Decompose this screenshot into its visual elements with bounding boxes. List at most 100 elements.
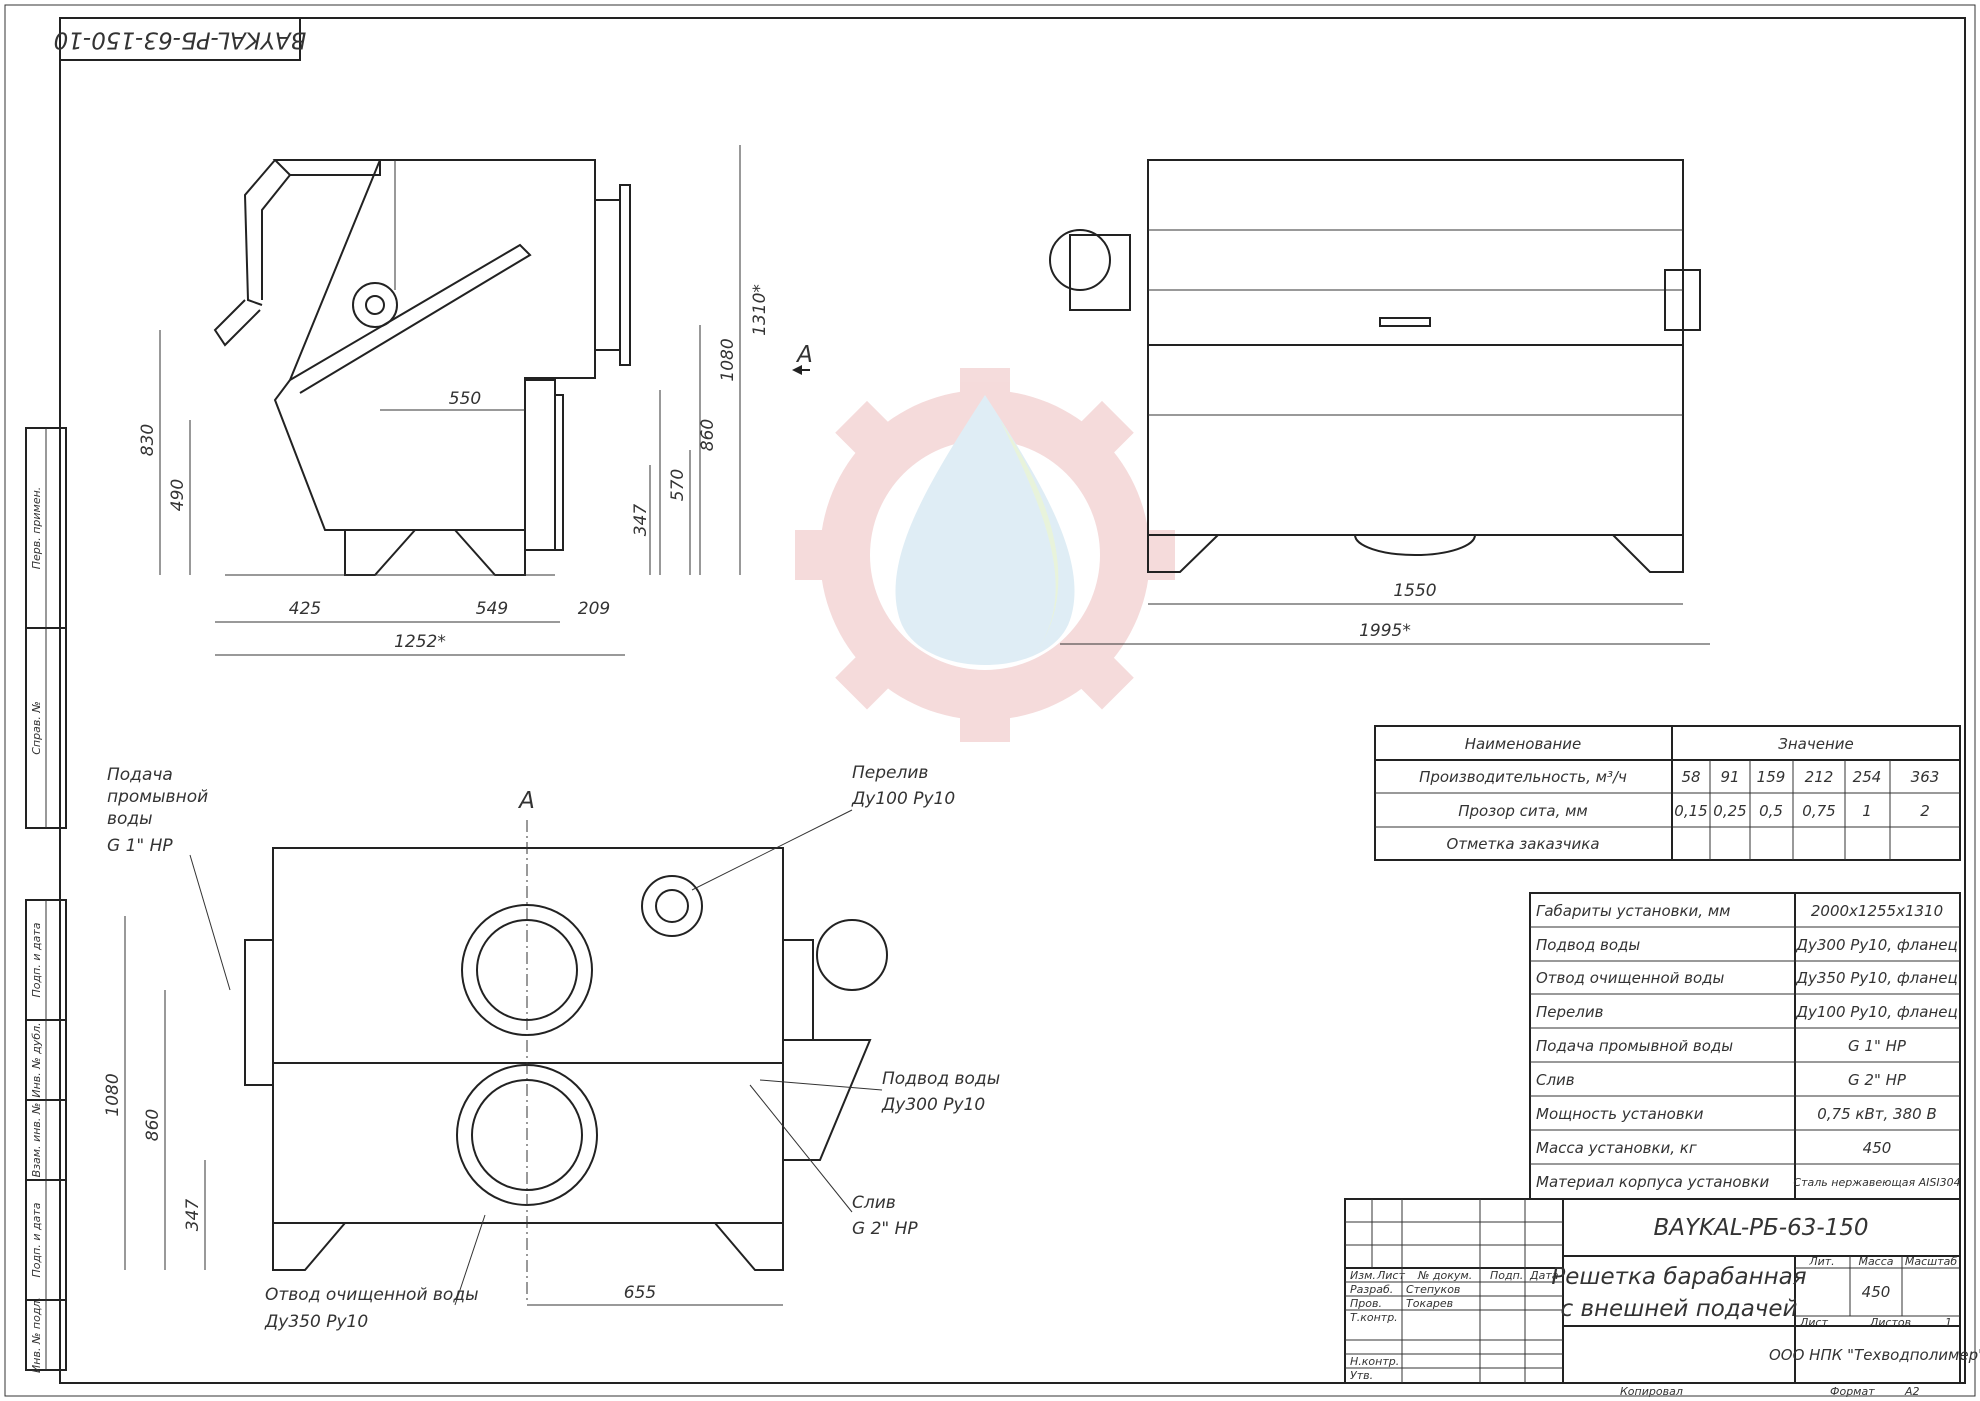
svg-text:Производительность, м³/ч: Производительность, м³/ч [1419, 768, 1627, 786]
svg-text:Отвод очищенной воды: Отвод очищенной воды [1536, 969, 1725, 987]
svg-text:Прозор сита, мм: Прозор сита, мм [1458, 802, 1588, 820]
svg-text:G 1" НР: G 1" НР [1848, 1037, 1907, 1055]
svg-text:209: 209 [578, 599, 610, 619]
svg-text:Т.контр.: Т.контр. [1350, 1311, 1398, 1324]
footer: Копировал Формат А2 [1620, 1385, 1920, 1398]
svg-text:A: A [517, 788, 535, 814]
svg-text:Ду350 Ру10: Ду350 Ру10 [264, 1312, 368, 1332]
svg-text:Перв. примен.: Перв. примен. [30, 487, 43, 570]
svg-text:Наименование: Наименование [1465, 735, 1582, 753]
watermark-logo [795, 368, 1175, 742]
svg-text:Пров.: Пров. [1350, 1297, 1382, 1310]
svg-text:Сталь нержавеющая AISI304: Сталь нержавеющая AISI304 [1793, 1176, 1960, 1189]
svg-text:Взам. инв. №: Взам. инв. № [30, 1103, 43, 1178]
performance-table: Наименование Значение Производительность… [1374, 725, 1961, 861]
svg-text:Лист: Лист [1376, 1269, 1405, 1282]
svg-text:Формат: Формат [1830, 1385, 1875, 1398]
svg-text:2000х1255х1310: 2000х1255х1310 [1811, 902, 1943, 920]
svg-text:159: 159 [1757, 768, 1786, 786]
svg-text:0,5: 0,5 [1759, 802, 1783, 820]
svg-text:G 2" НР: G 2" НР [852, 1219, 918, 1239]
svg-text:Ду300 Ру10, фланец: Ду300 Ру10, фланец [1795, 936, 1957, 954]
svg-text:0,25: 0,25 [1713, 802, 1746, 820]
svg-text:Подача: Подача [107, 765, 173, 785]
title-block: Изм. Лист № докум. Подп. Дата Разраб. Ст… [1344, 1198, 1980, 1384]
svg-text:212: 212 [1805, 768, 1834, 786]
svg-text:1080: 1080 [718, 338, 738, 381]
svg-text:Подп. и дата: Подп. и дата [30, 1202, 43, 1277]
spec-table: Габариты установки, мм 2000х1255х1310 По… [1529, 892, 1961, 1200]
svg-text:254: 254 [1853, 768, 1882, 786]
sheet-frame [59, 17, 1966, 1384]
callout-overflow: Перелив Ду100 Ру10 [691, 763, 955, 891]
svg-text:1252*: 1252* [394, 632, 446, 652]
svg-text:A: A [795, 342, 813, 368]
svg-text:860: 860 [143, 1109, 163, 1141]
svg-text:1310*: 1310* [750, 284, 770, 336]
svg-text:1080: 1080 [103, 1073, 123, 1116]
svg-text:ООО НПК "Техводполимер": ООО НПК "Техводполимер" [1769, 1346, 1980, 1364]
svg-text:Утв.: Утв. [1350, 1369, 1373, 1382]
svg-text:Справ. №: Справ. № [30, 701, 43, 755]
svg-text:450: 450 [1862, 1283, 1891, 1301]
svg-text:Дата: Дата [1529, 1269, 1559, 1282]
svg-text:Слив: Слив [852, 1193, 896, 1213]
svg-text:Перелив: Перелив [852, 763, 928, 783]
svg-text:промывной: промывной [107, 787, 208, 807]
svg-text:Инв. № дубл.: Инв. № дубл. [30, 1022, 43, 1097]
svg-text:Масса установки, кг: Масса установки, кг [1536, 1139, 1697, 1157]
svg-text:490: 490 [168, 479, 188, 511]
svg-text:347: 347 [183, 1199, 203, 1232]
svg-text:Н.контр.: Н.контр. [1350, 1355, 1399, 1368]
svg-text:Лит.: Лит. [1808, 1255, 1834, 1268]
svg-text:860: 860 [698, 419, 718, 451]
svg-text:воды: воды [107, 809, 153, 829]
svg-text:2: 2 [1920, 802, 1930, 820]
svg-text:Ду100 Ру10: Ду100 Ру10 [851, 789, 955, 809]
svg-text:0,75: 0,75 [1802, 802, 1835, 820]
svg-text:58: 58 [1681, 768, 1700, 786]
svg-text:Отвод очищенной воды: Отвод очищенной воды [265, 1285, 479, 1305]
svg-text:Токарев: Токарев [1406, 1297, 1453, 1310]
callout-water-inlet: Подвод воды Ду300 Ру10 [759, 1069, 1000, 1115]
svg-text:0,15: 0,15 [1674, 802, 1707, 820]
svg-text:Перелив: Перелив [1536, 1003, 1604, 1021]
svg-text:№ докум.: № докум. [1417, 1269, 1472, 1282]
svg-text:Инв. № подл.: Инв. № подл. [30, 1297, 43, 1373]
svg-text:Слив: Слив [1536, 1071, 1575, 1089]
svg-text:Отметка заказчика: Отметка заказчика [1446, 835, 1599, 853]
svg-text:1550: 1550 [1393, 581, 1436, 601]
svg-text:Ду300 Ру10: Ду300 Ру10 [881, 1095, 985, 1115]
svg-text:425: 425 [289, 599, 321, 619]
svg-text:Масса: Масса [1858, 1255, 1893, 1268]
svg-text:655: 655 [624, 1283, 656, 1303]
svg-text:Копировал: Копировал [1620, 1385, 1683, 1398]
svg-text:BAYKAL-РБ-63-150: BAYKAL-РБ-63-150 [1653, 1215, 1868, 1241]
svg-text:Подп. и дата: Подп. и дата [30, 922, 43, 997]
svg-text:Степуков: Степуков [1406, 1283, 1460, 1296]
svg-text:91: 91 [1720, 768, 1739, 786]
svg-text:Разраб.: Разраб. [1350, 1283, 1393, 1296]
svg-text:550: 550 [449, 389, 481, 409]
svg-text:BAYKAL-РБ-63-150-10: BAYKAL-РБ-63-150-10 [54, 27, 307, 53]
svg-text:570: 570 [668, 469, 688, 501]
side-strip: Перв. примен. Справ. № Подп. и дата Инв.… [25, 427, 67, 1373]
svg-text:G 2" НР: G 2" НР [1848, 1071, 1907, 1089]
svg-text:G 1" НР: G 1" НР [107, 836, 173, 856]
svg-text:Листов: Листов [1869, 1316, 1911, 1329]
rotated-code-stamp: BAYKAL-РБ-63-150-10 [54, 17, 307, 61]
svg-text:1995*: 1995* [1359, 621, 1411, 641]
svg-text:0,75 кВт, 380 В: 0,75 кВт, 380 В [1817, 1105, 1936, 1123]
side-view: 830 490 1310* 1080 860 570 347 550 425 5… [138, 145, 813, 656]
svg-text:Подп.: Подп. [1490, 1269, 1523, 1282]
svg-text:549: 549 [476, 599, 508, 619]
svg-text:830: 830 [138, 424, 158, 456]
svg-text:Ду350 Ру10, фланец: Ду350 Ру10, фланец [1795, 969, 1957, 987]
svg-text:1: 1 [1862, 802, 1872, 820]
svg-text:Подача промывной воды: Подача промывной воды [1536, 1037, 1733, 1055]
svg-text:Лист: Лист [1799, 1316, 1828, 1329]
svg-text:с внешней подачей: с внешней подачей [1561, 1296, 1798, 1322]
svg-text:Материал корпуса установки: Материал корпуса установки [1536, 1173, 1770, 1191]
front-view: 1550 1995* [1049, 159, 1710, 645]
